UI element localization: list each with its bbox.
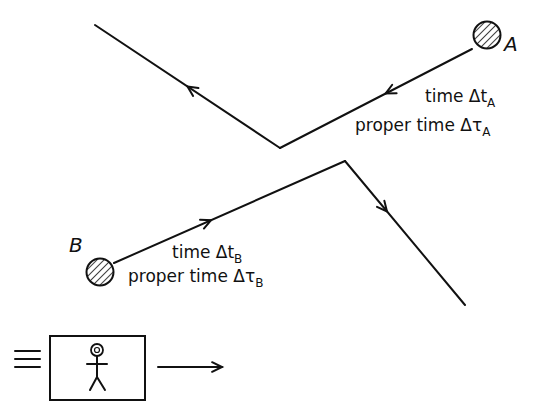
time-label: time ΔtB <box>172 242 242 264</box>
velocity-arrow <box>158 366 222 368</box>
direction-arrow <box>377 201 387 212</box>
label-subscript: B <box>255 276 263 290</box>
hatched-ball <box>85 257 115 287</box>
observer-arms <box>87 363 107 365</box>
velocity-arrow <box>212 362 222 372</box>
observer-head <box>91 344 103 356</box>
particle: B <box>85 257 115 287</box>
time-label: proper time ΔτB <box>128 266 263 288</box>
observer-legs <box>90 377 105 390</box>
worldline-b-in <box>114 161 345 263</box>
label-subscript: B <box>234 252 242 266</box>
worldline-b-out <box>345 161 465 305</box>
label-subscript: A <box>487 96 495 110</box>
direction-arrow <box>386 85 397 94</box>
particle: A <box>472 20 502 50</box>
label-main: proper time Δτ <box>355 115 482 135</box>
label-main: proper time Δτ <box>128 266 255 286</box>
direction-arrow <box>188 87 199 96</box>
worldline-a-out <box>95 25 280 148</box>
speed-line <box>15 366 40 368</box>
observer-body <box>96 356 98 377</box>
observer-head <box>95 348 100 353</box>
label-main: time Δt <box>425 86 487 106</box>
time-label: time ΔtA <box>425 86 495 108</box>
observer-box <box>50 336 145 400</box>
speed-line <box>15 358 40 360</box>
speed-line <box>15 350 40 352</box>
hatched-ball <box>474 22 501 49</box>
label-subscript: A <box>482 125 490 139</box>
label-main: time Δt <box>172 242 234 262</box>
direction-arrow <box>200 220 211 229</box>
hatched-ball <box>472 20 502 50</box>
time-label: proper time ΔτA <box>355 115 490 137</box>
hatched-ball <box>87 259 114 286</box>
